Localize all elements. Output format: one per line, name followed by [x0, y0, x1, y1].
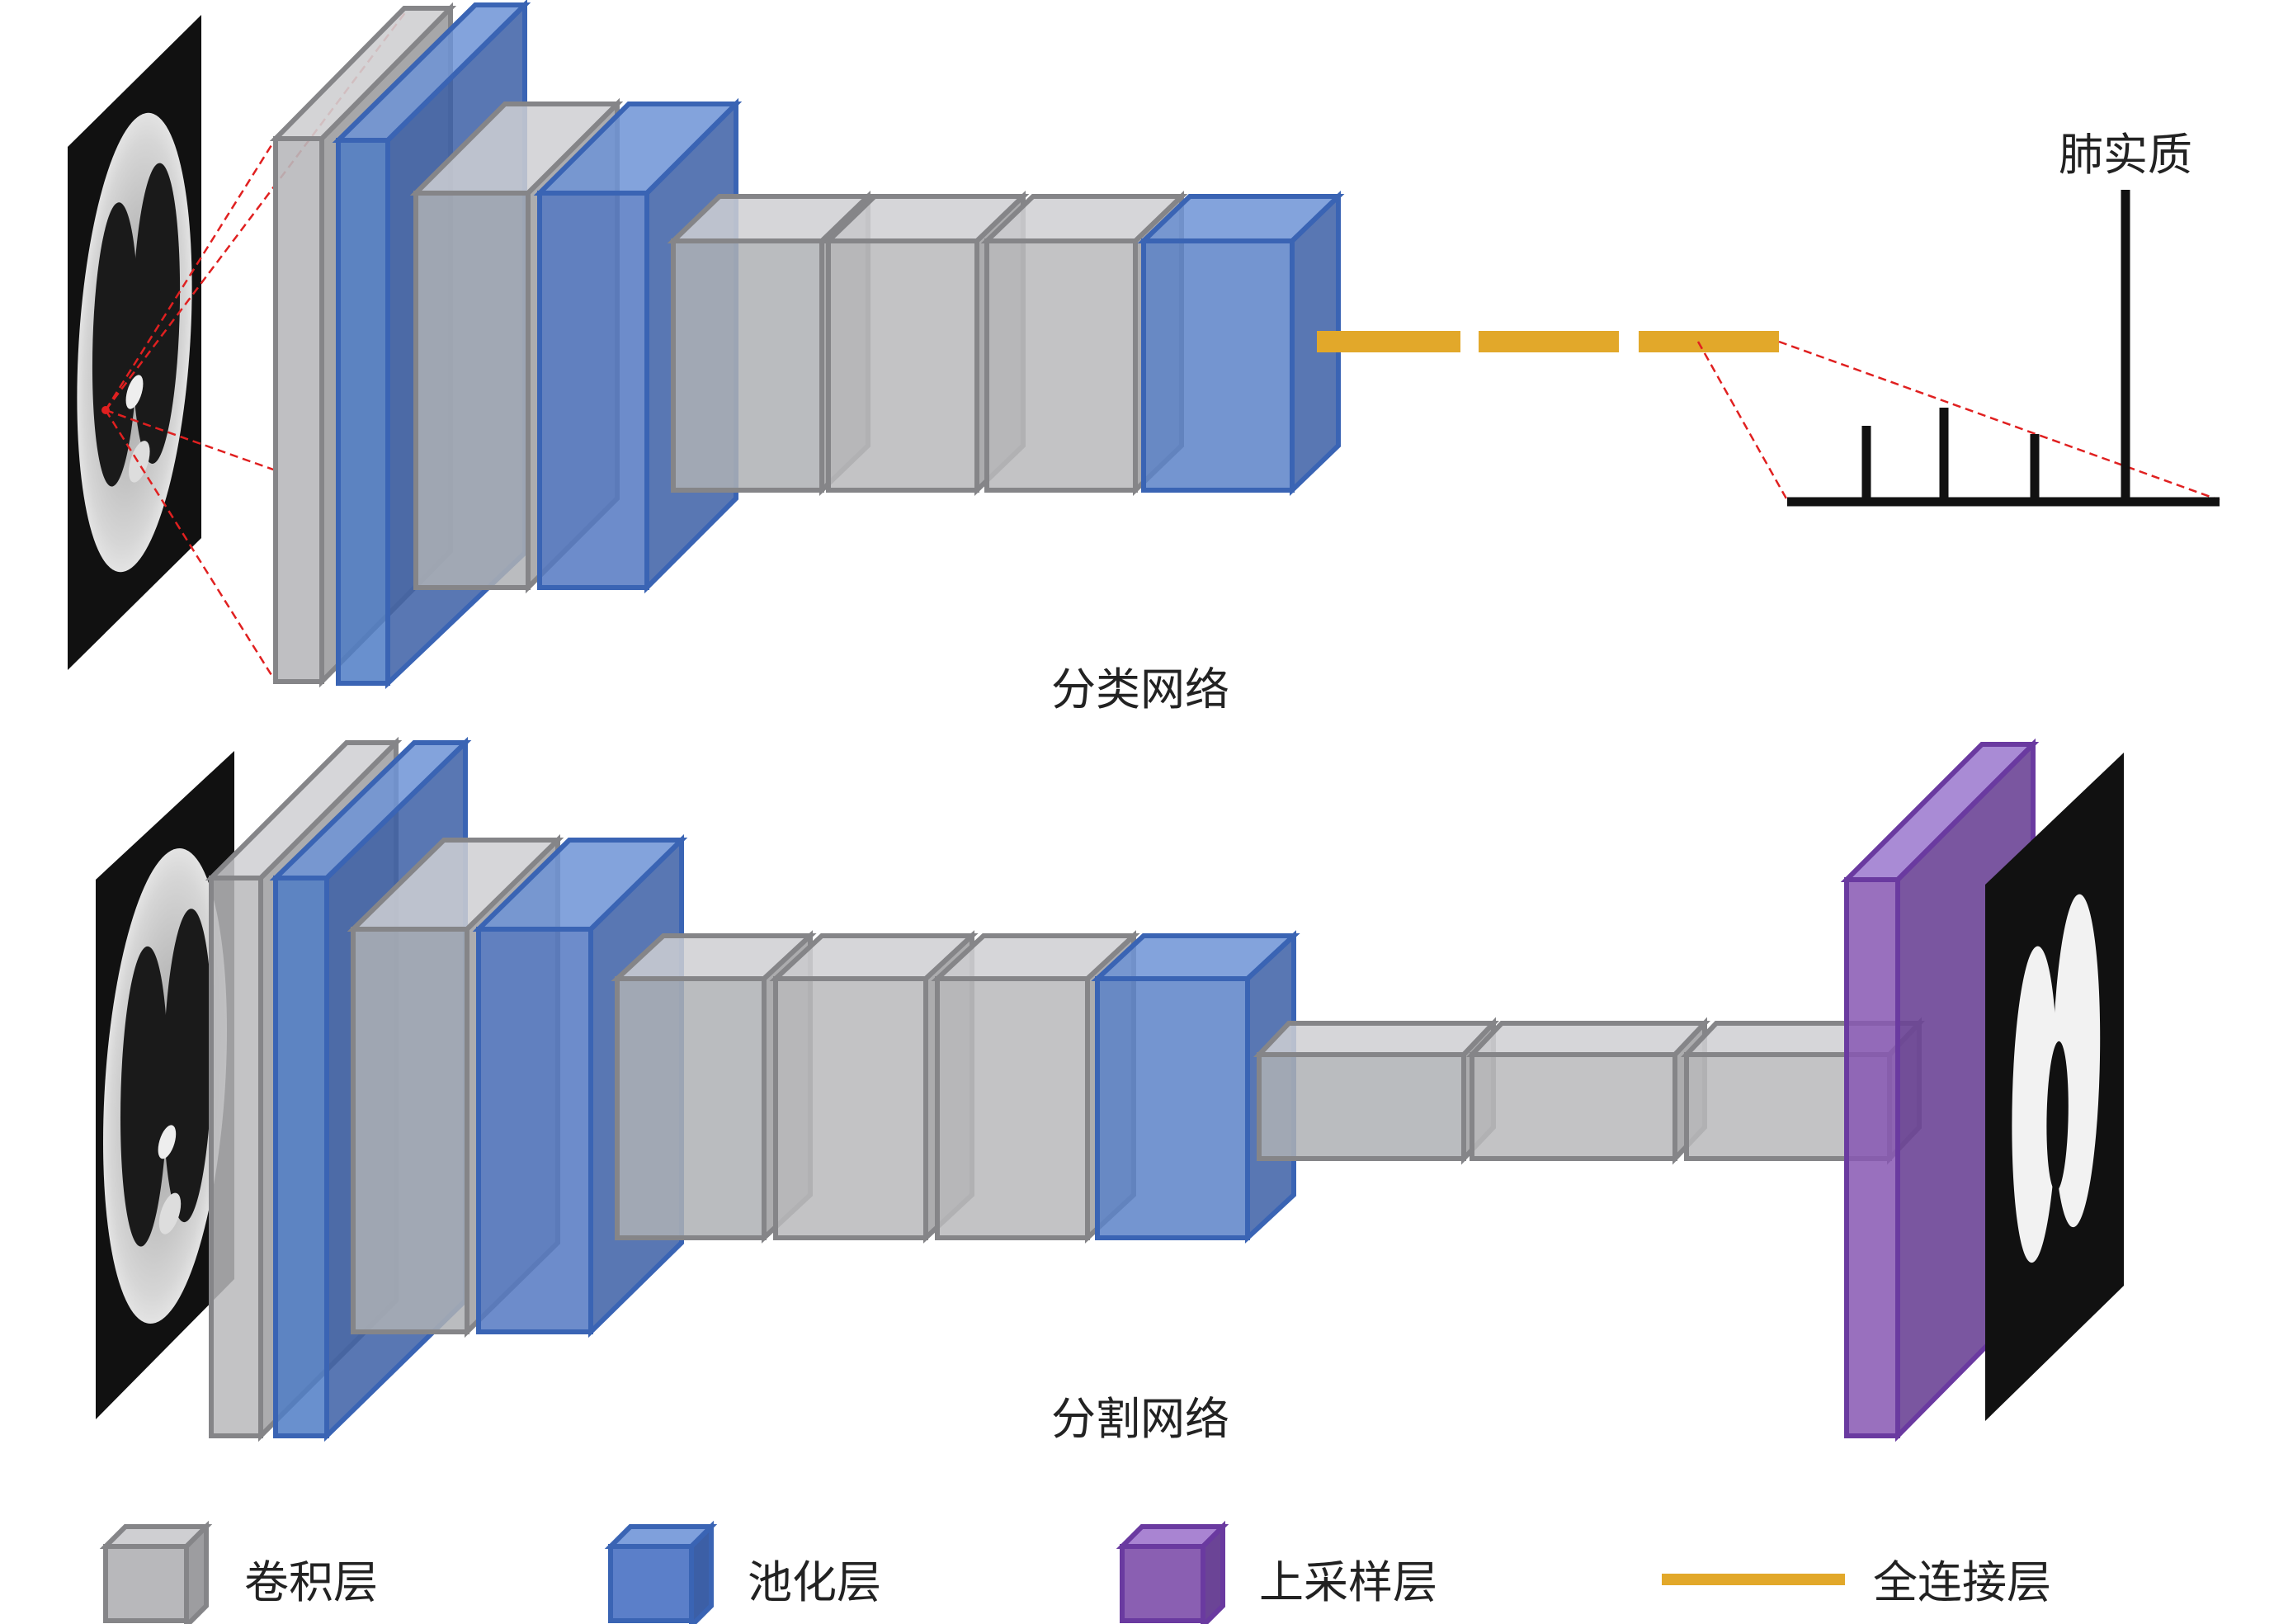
seg-conv-layer-4b	[1466, 1017, 1710, 1165]
legend-label-pool: 池化层	[748, 1556, 881, 1608]
segmentation-output-mask	[1985, 753, 2124, 1421]
legend-item-conv: 卷积层	[99, 1520, 378, 1624]
pool-layer-3	[1137, 190, 1345, 497]
classification-caption: 分类网络	[1051, 663, 1229, 715]
ct-input-image-segmentation	[96, 751, 234, 1419]
legend-label-upsample: 上采样层	[1259, 1556, 1437, 1608]
legend-label-fc: 全连接层	[1873, 1556, 2051, 1608]
output-class-label: 肺实质	[2059, 129, 2192, 181]
legend-item-upsample: 上采样层	[1116, 1520, 1437, 1624]
classification-network: 肺实质 分类网络	[68, 0, 2220, 715]
output-connectors	[1696, 340, 2220, 502]
ct-input-image-classification	[68, 15, 201, 670]
legend-item-fc: 全连接层	[1662, 1556, 2051, 1608]
legend: 卷积层 池化层 上采样层 全连接层	[99, 1520, 2051, 1624]
seg-pool-layer-3	[1091, 930, 1300, 1244]
class-output-bars	[1787, 190, 2220, 507]
legend-label-conv: 卷积层	[244, 1556, 378, 1608]
segmentation-caption: 分割网络	[1051, 1393, 1229, 1445]
segmentation-network: 分割网络	[96, 736, 2124, 1445]
legend-item-pool: 池化层	[604, 1520, 881, 1624]
seg-conv-layer-4a	[1253, 1017, 1499, 1165]
